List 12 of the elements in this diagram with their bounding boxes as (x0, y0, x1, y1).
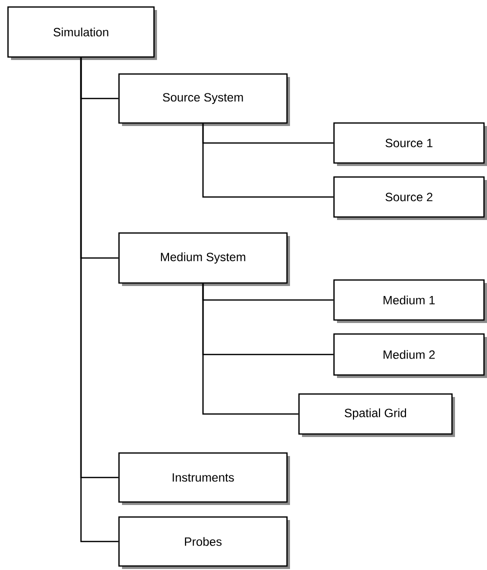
box: Medium 2 (333, 333, 487, 378)
box: Instruments (118, 452, 290, 505)
box: Spatial Grid (298, 393, 455, 437)
box: Source 1 (333, 122, 487, 166)
box: Source 2 (333, 176, 487, 220)
box: Source System (118, 73, 290, 126)
box: Probes (118, 516, 290, 569)
box: Medium System (118, 232, 290, 286)
connector-line (202, 124, 334, 198)
box: Medium 1 (333, 279, 487, 323)
box: Simulation (7, 6, 157, 60)
connector-line (202, 284, 298, 415)
